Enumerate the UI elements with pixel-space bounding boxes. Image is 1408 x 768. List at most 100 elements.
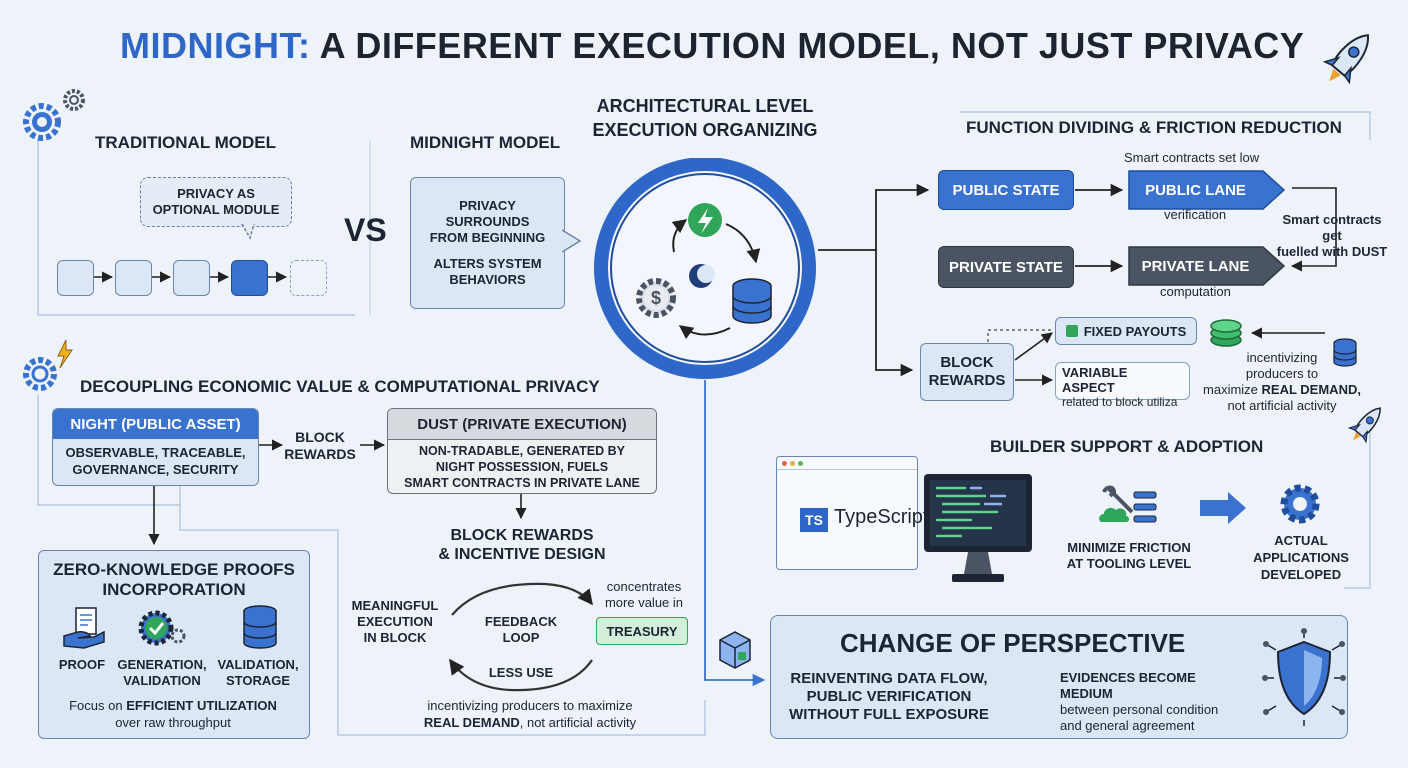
- ts-badge: TS: [800, 508, 828, 532]
- inc-bottom-line1: incentivizing producers to maximize: [427, 698, 633, 713]
- inc-heading-line1: BLOCK REWARDS: [450, 527, 594, 544]
- minimize-line1: MINIMIZE FRICTION: [1067, 540, 1191, 555]
- traditional-block-3: [173, 260, 210, 296]
- night-box: NIGHT (PUBLIC ASSET) OBSERVABLE, TRACEAB…: [52, 408, 259, 486]
- inc-heading-line2: & INCENTIVE DESIGN: [438, 546, 606, 563]
- arch-line2: EXECUTION ORGANIZING: [592, 120, 818, 140]
- moon-icon: [689, 264, 715, 288]
- zk-validation-label: VALIDATION, STORAGE: [210, 657, 306, 689]
- zk-heading-line2: INCORPORATION: [102, 580, 246, 599]
- concentrates-text: concentrates more value in: [594, 579, 694, 611]
- persp-left-line3: WITHOUT FULL EXPOSURE: [789, 706, 989, 723]
- small-database-icon: [1333, 338, 1357, 367]
- database-icon: [732, 278, 772, 324]
- persp-right-line2: between personal condition: [1060, 702, 1219, 717]
- package-icon: [719, 631, 751, 669]
- coin-stack-icon: [1210, 319, 1242, 347]
- public-lane-arrow: [1128, 170, 1286, 210]
- fixed-payouts-label: FIXED PAYOUTS: [1083, 323, 1187, 339]
- fd-block-rewards-box: BLOCK REWARDS: [920, 343, 1014, 401]
- editor-window: [776, 456, 918, 570]
- incentive-heading: BLOCK REWARDS & INCENTIVE DESIGN: [430, 526, 614, 564]
- mm-line1: PRIVACY: [459, 198, 516, 213]
- function-dividing-heading: FUNCTION DIVIDING & FRICTION REDUCTION: [966, 118, 1342, 137]
- minimize-friction-text: MINIMIZE FRICTION AT TOOLING LEVEL: [1054, 540, 1204, 572]
- callout-line2: OPTIONAL MODULE: [152, 202, 280, 217]
- fd-incent-line4: not artificial activity: [1227, 398, 1337, 413]
- night-line1: OBSERVABLE, TRACEABLE,: [65, 445, 246, 460]
- night-line2: GOVERNANCE, SECURITY: [72, 462, 239, 477]
- actual-line1: ACTUAL: [1274, 533, 1328, 548]
- payout-icon: [1065, 325, 1078, 337]
- callout-pointer: [241, 224, 255, 240]
- lightning-icon: [688, 203, 722, 237]
- persp-right-line3: and general agreement: [1060, 718, 1195, 733]
- public-lane-label: PUBLIC LANE: [1145, 181, 1246, 199]
- fd-incent-line1: incentivizing: [1246, 350, 1318, 365]
- actual-line3: DEVELOPED: [1260, 567, 1342, 582]
- title-accent: MIDNIGHT:: [120, 25, 311, 66]
- mm-line5: BEHAVIORS: [449, 272, 526, 287]
- smart-low-text: Smart contracts set low: [1124, 150, 1260, 165]
- typescript-label: TypeScript: [834, 506, 929, 528]
- midnight-model-box: PRIVACY SURROUNDS FROM BEGINNING ALTERS …: [410, 177, 565, 309]
- meaningful-execution: MEANINGFUL EXECUTION IN BLOCK: [344, 598, 446, 646]
- monitor-icon: [924, 474, 1032, 582]
- shield-network-icon: [1262, 628, 1346, 726]
- zk-heading-line1: ZERO-KNOWLEDGE PROOFS: [53, 560, 295, 579]
- dc-block-rewards: BLOCK REWARDS: [284, 429, 356, 463]
- meaningful-line3: IN BLOCK: [363, 630, 427, 645]
- minimize-line2: AT TOOLING LEVEL: [1066, 556, 1192, 571]
- meaningful-line2: EXECUTION: [357, 614, 433, 629]
- computation-text: computation: [1160, 284, 1231, 299]
- mm-line2: SURROUNDS: [445, 214, 530, 229]
- window-max-dot: [798, 460, 803, 466]
- dust-line1: NON-TRADABLE, GENERATED BY: [418, 444, 626, 458]
- zk-gen-line1: GENERATION,: [117, 657, 207, 672]
- arch-line1: ARCHITECTURAL LEVEL: [596, 96, 814, 116]
- persp-right-bold: EVIDENCES BECOME MEDIUM: [1060, 670, 1196, 701]
- feedback-loop-label: FEEDBACK LOOP: [478, 614, 564, 646]
- vs-label: VS: [344, 212, 387, 248]
- execution-circle: $: [594, 158, 816, 379]
- verification-text: verification: [1164, 207, 1227, 222]
- persp-left-line2: PUBLIC VERIFICATION: [806, 688, 972, 705]
- midnight-box-pointer: [562, 229, 582, 253]
- dust-line3: SMART CONTRACTS IN PRIVATE LANE: [404, 476, 640, 490]
- title-rest: A DIFFERENT EXECUTION MODEL, NOT JUST PR…: [319, 25, 1305, 66]
- actual-applications-text: ACTUAL APPLICATIONS DEVELOPED: [1246, 532, 1356, 583]
- dust-box: DUST (PRIVATE EXECUTION) NON-TRADABLE, G…: [387, 408, 657, 494]
- zk-focus-text: Focus on EFFICIENT UTILIZATION over raw …: [40, 697, 306, 731]
- midnight-model-heading: MIDNIGHT MODEL: [410, 133, 561, 152]
- fuelled-text: Smart contracts get fuelled with DUST: [1272, 212, 1392, 260]
- night-title: NIGHT (PUBLIC ASSET): [53, 409, 258, 439]
- fd-incentivizing-text: incentivizing producers to maximize REAL…: [1190, 350, 1374, 414]
- rocket-icon-small: [1347, 407, 1381, 444]
- perspective-right-text: EVIDENCES BECOME MEDIUM between personal…: [1060, 670, 1250, 734]
- meaningful-line1: MEANINGFUL: [351, 598, 439, 613]
- traditional-block-2: [115, 260, 152, 296]
- builder-heading: BUILDER SUPPORT & ADOPTION: [990, 437, 1264, 456]
- private-state-box: PRIVATE STATE: [938, 246, 1074, 288]
- fd-incent-line2: producers to: [1245, 366, 1319, 381]
- zk-val-line1: VALIDATION,: [217, 657, 299, 672]
- callout-line1: PRIVACY AS: [177, 186, 255, 201]
- coin-gear-icon: $: [636, 278, 676, 318]
- page-title: MIDNIGHT: A DIFFERENT EXECUTION MODEL, N…: [120, 25, 1320, 67]
- svg-text:$: $: [651, 288, 661, 308]
- gear-bolt-icon: [23, 339, 73, 391]
- dc-block-line1: BLOCK: [295, 429, 345, 445]
- feedback-line1: FEEDBACK: [484, 614, 558, 629]
- fuelled-line2: fuelled with DUST: [1276, 244, 1388, 259]
- dust-line2: NIGHT POSSESSION, FUELS: [435, 460, 609, 474]
- variable-aspect-box: VARIABLE ASPECT related to block utiliza: [1055, 362, 1190, 409]
- storage-icon: [243, 605, 277, 649]
- fixed-payouts-box: FIXED PAYOUTS: [1055, 317, 1197, 345]
- private-lane-label: PRIVATE LANE: [1141, 257, 1250, 275]
- privacy-optional-callout: PRIVACY AS OPTIONAL MODULE: [140, 177, 292, 227]
- fd-incent-line3-pre: maximize: [1203, 382, 1262, 397]
- zk-focus-bold: EFFICIENT UTILIZATION: [126, 698, 277, 713]
- zk-focus-pre: Focus on: [69, 698, 127, 713]
- app-gear-icon: [1280, 484, 1320, 524]
- variable-aspect-label: VARIABLE ASPECT: [1062, 365, 1128, 395]
